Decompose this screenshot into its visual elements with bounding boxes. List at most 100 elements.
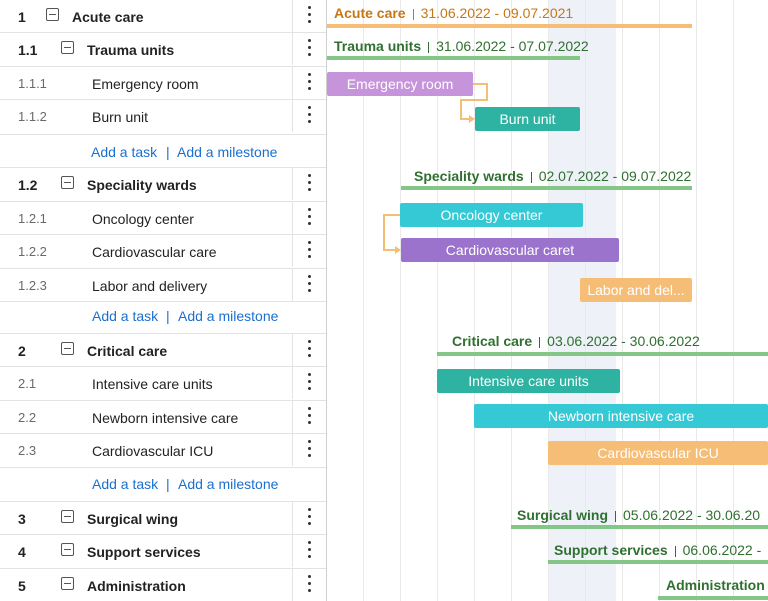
add-row: Add a task | Add a milestone: [0, 302, 326, 334]
grid-line: [548, 0, 549, 601]
task-bar-labor-and-delivery[interactable]: Labor and del...: [580, 278, 692, 302]
expand-toggle-icon[interactable]: [61, 577, 74, 590]
row-number: 1.1.1: [18, 76, 47, 91]
row-menu-button[interactable]: [292, 535, 326, 567]
summary-speciality-wards[interactable]: Speciality wards 02.07.2022 - 09.07.2022: [414, 168, 691, 184]
grid-row-critical-care[interactable]: 2 Critical care: [0, 334, 326, 367]
row-label: Oncology center: [92, 211, 194, 227]
grid-row-cardiovascular-care[interactable]: 1.2.2 Cardiovascular care: [0, 235, 326, 269]
grid-row-trauma-units[interactable]: 1.1 Trauma units: [0, 33, 326, 67]
add-separator: |: [166, 476, 170, 492]
row-menu-button[interactable]: [292, 202, 326, 234]
row-menu-button[interactable]: [292, 502, 326, 534]
add-task-link[interactable]: Add a task: [92, 476, 159, 492]
row-menu-button[interactable]: [292, 67, 326, 99]
task-bar-newborn-intensive-care[interactable]: Newborn intensive care: [474, 404, 768, 428]
row-label: Support services: [87, 544, 201, 560]
dependency-link: [460, 83, 488, 120]
dependency-arrow: [469, 115, 475, 123]
row-label: Labor and delivery: [92, 278, 208, 294]
row-label: Newborn intensive care: [92, 410, 239, 426]
add-task-link[interactable]: Add a task: [91, 144, 158, 160]
summary-line-acute-care[interactable]: [327, 24, 692, 28]
summary-dates: 03.06.2022 - 30.06.2022: [547, 333, 700, 349]
row-menu-button[interactable]: [292, 0, 326, 32]
collapse-toggle-icon[interactable]: [61, 342, 74, 355]
summary-name: Surgical wing: [517, 507, 609, 523]
panel-divider[interactable]: [326, 0, 327, 601]
row-number: 1.2.1: [18, 211, 47, 226]
summary-name: Trauma units: [334, 38, 422, 54]
add-separator: |: [166, 308, 170, 324]
grid-row-labor-and-delivery[interactable]: 1.2.3 Labor and delivery: [0, 269, 326, 302]
row-menu-button[interactable]: [292, 401, 326, 433]
grid-row-surgical-wing[interactable]: 3 Surgical wing: [0, 502, 326, 535]
grid-row-cardiovascular-icu[interactable]: 2.3 Cardiovascular ICU: [0, 434, 326, 468]
grid-row-speciality-wards[interactable]: 1.2 Speciality wards: [0, 168, 326, 202]
row-label: Emergency room: [92, 76, 199, 92]
summary-name: Administration: [666, 577, 765, 593]
row-label: Surgical wing: [87, 511, 179, 527]
task-bar-burn-unit[interactable]: Burn unit: [475, 107, 580, 131]
summary-line-critical-care[interactable]: [437, 352, 768, 356]
grid-row-acute-care[interactable]: 1 Acute care: [0, 0, 326, 33]
summary-line-trauma-units[interactable]: [327, 56, 580, 60]
summary-line-surgical-wing[interactable]: [511, 525, 768, 529]
grid-row-newborn-intensive-care[interactable]: 2.2 Newborn intensive care: [0, 401, 326, 434]
add-row: Add a task | Add a milestone: [0, 135, 326, 168]
row-menu-button[interactable]: [292, 334, 326, 366]
row-menu-button[interactable]: [292, 235, 326, 267]
summary-administration[interactable]: Administration: [666, 577, 765, 593]
row-menu-button[interactable]: [292, 168, 326, 200]
grid-row-emergency-room[interactable]: 1.1.1 Emergency room: [0, 67, 326, 100]
summary-line-speciality-wards[interactable]: [401, 186, 692, 190]
summary-line-administration[interactable]: [658, 596, 768, 600]
task-bar-oncology-center[interactable]: Oncology center: [400, 203, 583, 227]
task-bar-emergency-room[interactable]: Emergency room: [327, 72, 473, 96]
grid-row-oncology-center[interactable]: 1.2.1 Oncology center: [0, 202, 326, 235]
summary-name: Support services: [554, 542, 668, 558]
grid-row-intensive-care-units[interactable]: 2.1 Intensive care units: [0, 367, 326, 401]
row-label: Trauma units: [87, 42, 175, 58]
grid-line: [511, 0, 512, 601]
add-milestone-link[interactable]: Add a milestone: [178, 476, 279, 492]
row-label: Cardiovascular care: [92, 244, 217, 260]
grid-row-administration[interactable]: 5 Administration: [0, 569, 326, 601]
row-menu-button[interactable]: [292, 100, 326, 132]
row-menu-button[interactable]: [292, 569, 326, 601]
summary-dates: 06.06.2022 -: [682, 542, 762, 558]
expand-toggle-icon[interactable]: [61, 543, 74, 556]
task-bar-intensive-care-units[interactable]: Intensive care units: [437, 369, 620, 393]
collapse-toggle-icon[interactable]: [61, 176, 74, 189]
row-menu-button[interactable]: [292, 33, 326, 65]
collapse-toggle-icon[interactable]: [46, 8, 59, 21]
row-number: 3: [18, 511, 26, 527]
summary-support-services[interactable]: Support services 06.06.2022 -: [554, 542, 761, 558]
task-bar-cardiovascular-care[interactable]: Cardiovascular caret: [401, 238, 619, 262]
row-menu-button[interactable]: [292, 434, 326, 466]
grid-row-support-services[interactable]: 4 Support services: [0, 535, 326, 569]
row-label: Acute care: [72, 9, 144, 25]
row-menu-button[interactable]: [292, 367, 326, 399]
collapse-toggle-icon[interactable]: [61, 41, 74, 54]
grid-row-burn-unit[interactable]: 1.1.2 Burn unit: [0, 100, 326, 135]
summary-line-support-services[interactable]: [548, 560, 768, 564]
dependency-links: [383, 83, 488, 254]
add-milestone-link[interactable]: Add a milestone: [178, 308, 279, 324]
row-menu-button[interactable]: [292, 269, 326, 301]
row-label: Burn unit: [92, 109, 149, 125]
summary-dates: 02.07.2022 - 09.07.2022: [538, 168, 692, 184]
add-milestone-link[interactable]: Add a milestone: [177, 144, 278, 160]
summary-name: Speciality wards: [414, 168, 524, 184]
add-task-link[interactable]: Add a task: [92, 308, 159, 324]
expand-toggle-icon[interactable]: [61, 510, 74, 523]
task-grid: 1 Acute care 1.1 Trauma units 1.1.1 Emer…: [0, 0, 326, 601]
row-number: 2.2: [18, 410, 37, 425]
row-label: Speciality wards: [87, 177, 197, 193]
task-bar-cardiovascular-icu[interactable]: Cardiovascular ICU: [548, 441, 768, 465]
